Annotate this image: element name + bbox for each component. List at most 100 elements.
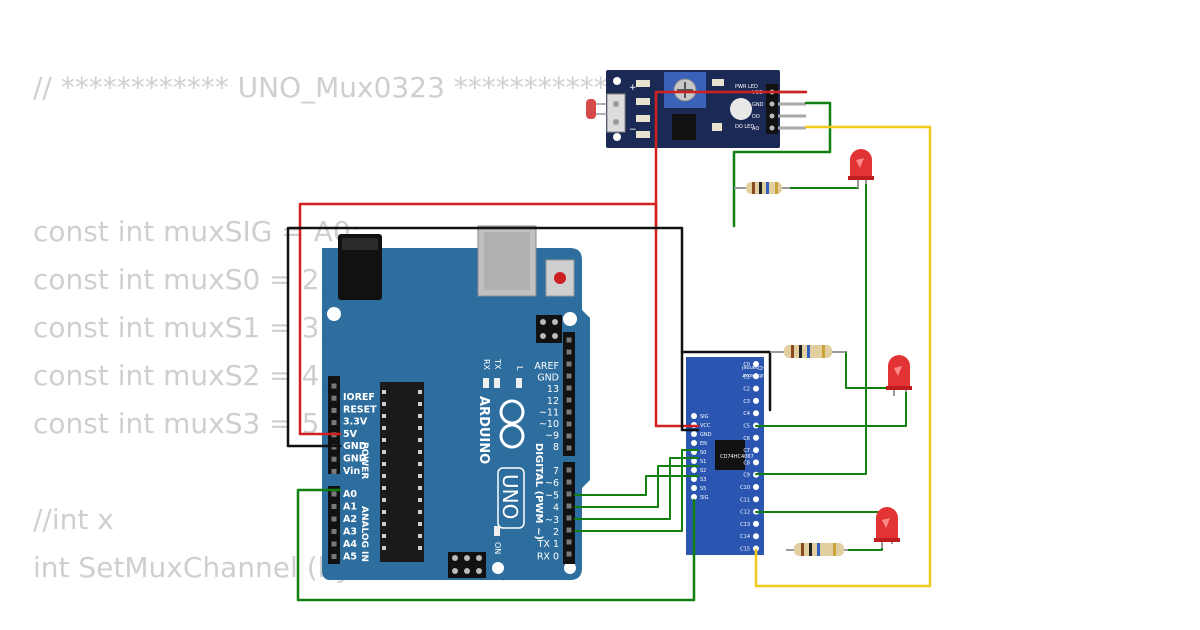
resistor-1[interactable]	[734, 182, 790, 194]
mux-right-pin-c1[interactable]	[753, 373, 759, 380]
wire-green-led2-return[interactable]	[755, 389, 907, 427]
chip-pin	[418, 498, 422, 502]
mux-right-pin-c11[interactable]	[753, 496, 759, 503]
led-1[interactable]	[848, 149, 874, 188]
wire-red-5v[interactable]	[298, 202, 700, 436]
header-hole[interactable]	[566, 539, 572, 545]
header-hole[interactable]	[566, 385, 572, 391]
wire-green-s2[interactable]	[574, 465, 699, 508]
header-hole[interactable]	[566, 361, 572, 367]
mux-right-pin-c13[interactable]	[753, 520, 759, 527]
mux-left-pin-sig[interactable]	[691, 413, 697, 419]
usb-port-inner	[484, 232, 530, 290]
wire-yellow-analog-out[interactable]	[754, 125, 932, 588]
header-hole[interactable]	[566, 409, 572, 415]
mux-left-pin-s3[interactable]	[691, 476, 697, 482]
header-hole[interactable]	[331, 504, 337, 509]
mux-right-pin-c4[interactable]	[753, 410, 759, 417]
header-hole[interactable]	[331, 395, 337, 401]
mux-right-pin-c2[interactable]	[753, 385, 759, 392]
on-led	[494, 526, 500, 536]
mux-right-pin-c14[interactable]	[753, 533, 759, 540]
led-2[interactable]	[886, 355, 912, 396]
mux-left-pin-gnd[interactable]	[691, 431, 697, 437]
digital-pin-label: 4	[553, 503, 559, 514]
sensor-hole	[613, 77, 621, 85]
mux-right-pin-label: C5	[743, 424, 750, 430]
wire-green-s3[interactable]	[574, 475, 699, 496]
header-hole[interactable]	[566, 479, 572, 485]
digital-pin-label: 12	[547, 396, 559, 407]
header-hole[interactable]	[566, 421, 572, 427]
header-hole[interactable]	[331, 468, 337, 474]
arduino-brand-label: ARDUINO	[476, 396, 491, 464]
mux-right-pin-label: C6	[743, 436, 750, 442]
digital-pin-label: RX 0	[537, 551, 559, 562]
smd-resistor	[636, 80, 650, 87]
sensor-pin-do[interactable]	[778, 114, 806, 118]
wire-green-led3-return[interactable]	[847, 543, 883, 551]
wire-green-led1-return[interactable]	[755, 179, 867, 475]
mux-left-pin-sig[interactable]	[691, 494, 697, 500]
mux-left-pin-s1[interactable]	[691, 458, 697, 464]
sensor-pin-ao[interactable]	[778, 126, 806, 130]
header-hole[interactable]	[331, 456, 337, 462]
wire-black-gnd[interactable]	[286, 226, 700, 448]
uno-logo-frame	[497, 467, 525, 529]
wire-green-s1[interactable]	[574, 457, 699, 520]
header-hole[interactable]	[331, 529, 337, 534]
header-hole[interactable]	[331, 407, 337, 413]
mux-right-pin-c8[interactable]	[753, 459, 759, 466]
header-hole[interactable]	[331, 491, 337, 497]
wire-red-sensor-vcc[interactable]	[654, 90, 808, 228]
header-hole[interactable]	[566, 491, 572, 497]
mounting-hole	[492, 562, 504, 574]
code-line: const int muxS2 = 4;	[33, 359, 329, 392]
header-hole[interactable]	[566, 445, 572, 451]
resistor-3[interactable]	[786, 543, 848, 556]
header-hole[interactable]	[331, 516, 337, 522]
header-hole[interactable]	[331, 554, 337, 559]
mux-left-pin-en[interactable]	[691, 440, 697, 446]
sensor-pin-gnd[interactable]	[778, 102, 806, 106]
mux-right-pin-c15[interactable]	[753, 545, 759, 552]
mux-left-pin-s5[interactable]	[691, 485, 697, 491]
mux-right-pin-c7[interactable]	[753, 447, 759, 454]
header-hole[interactable]	[566, 515, 572, 521]
mux-right-pin-c10[interactable]	[753, 484, 759, 490]
header-hole[interactable]	[566, 349, 572, 355]
wire-green-signal[interactable]	[296, 488, 696, 602]
analog-multiplexer-module[interactable]: 16-Channel Analog Multiplexer CD74HC4067…	[686, 357, 789, 555]
mux-left-pin-s2[interactable]	[691, 467, 697, 473]
header-hole[interactable]	[566, 337, 572, 343]
reset-button-cap[interactable]	[554, 272, 566, 284]
mux-chip	[715, 440, 745, 470]
header-hole[interactable]	[331, 420, 337, 426]
mux-right-pin-c0[interactable]	[753, 361, 759, 367]
power-pin-label: Vin	[343, 466, 360, 477]
header-hole[interactable]	[331, 383, 337, 389]
header-hole[interactable]	[566, 551, 572, 557]
chip-pin	[418, 534, 422, 538]
header-hole[interactable]	[566, 503, 572, 509]
wire-green-sensor-gnd[interactable]	[732, 101, 832, 228]
wire-green-s0[interactable]	[574, 449, 699, 532]
header-hole[interactable]	[566, 433, 572, 439]
resistor-2[interactable]	[770, 345, 846, 358]
wire-green-led3[interactable]	[755, 511, 893, 541]
header-hole[interactable]	[566, 373, 572, 379]
header-hole[interactable]	[566, 527, 572, 533]
power-jack[interactable]	[338, 234, 382, 300]
header-hole[interactable]	[331, 541, 337, 547]
wire-green-led1[interactable]	[789, 177, 859, 189]
mux-right-pin-c6[interactable]	[753, 434, 759, 441]
uno-model-label: UNO	[498, 474, 522, 519]
header-hole[interactable]	[566, 397, 572, 403]
mux-right-pin-c3[interactable]	[753, 397, 759, 404]
header-hole[interactable]	[566, 467, 572, 473]
led-3[interactable]	[874, 507, 900, 548]
chip-pin	[382, 486, 386, 490]
